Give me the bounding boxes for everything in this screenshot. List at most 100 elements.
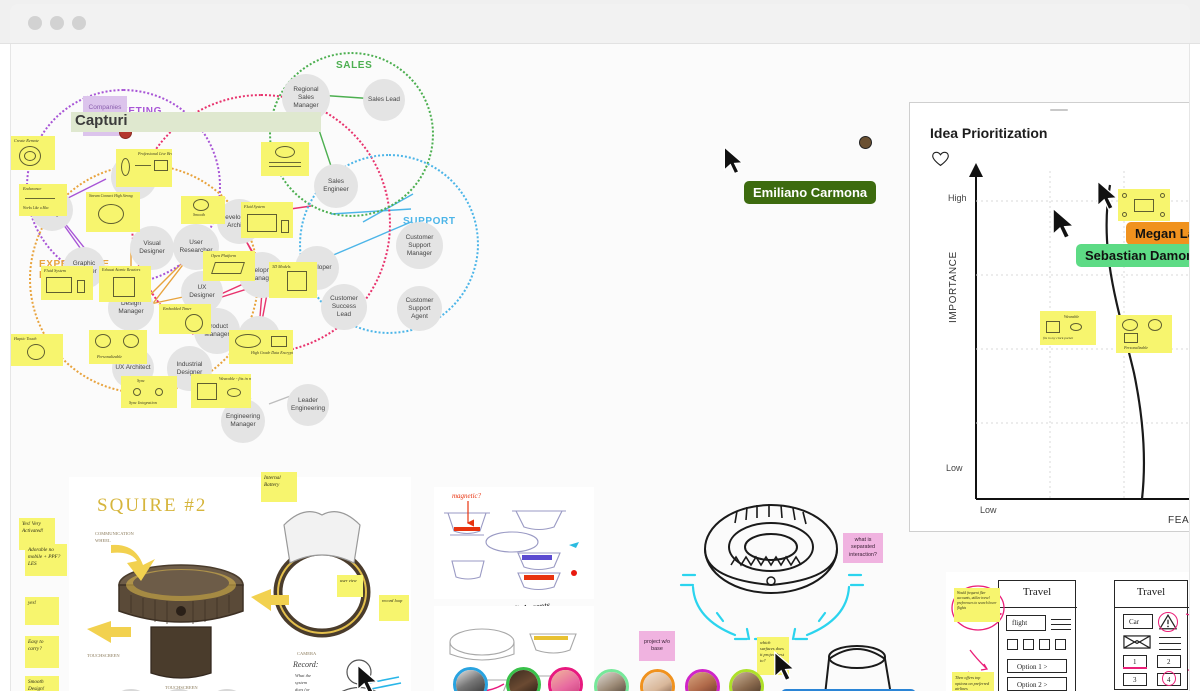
sticky-label: Personalizable (97, 354, 123, 359)
idea-prioritization-panel[interactable]: Idea Prioritization (909, 102, 1190, 532)
travel-wireframe-panel[interactable]: Travel flight Option 1 > Option 2 > Trav… (946, 572, 1189, 691)
sticky-note[interactable]: Professional Live Broadcasts (116, 149, 172, 187)
sticky-note[interactable] (261, 142, 309, 176)
chart-sticky-point[interactable]: Personalizable (1116, 315, 1172, 353)
node-customer-support-agent[interactable]: Customer Support Agent (397, 286, 442, 331)
ring-support (299, 154, 479, 334)
chart-sticky-point[interactable] (1118, 189, 1170, 221)
avatar[interactable] (640, 669, 675, 691)
minimize-icon[interactable] (50, 16, 64, 30)
avatar[interactable] (506, 667, 541, 691)
wireframe-checkbox[interactable] (1055, 639, 1066, 650)
sticky-user-view[interactable]: user view (337, 575, 363, 597)
y-axis-low-label: Low (946, 463, 963, 473)
sticky-label: Sync (137, 378, 145, 383)
panel-grab-handle[interactable] (1050, 109, 1068, 111)
sticky-note[interactable]: Embedded Timer (159, 304, 211, 334)
node-sales-engineer[interactable]: Sales Engineer (314, 164, 358, 208)
sticky-left-2[interactable]: Adorable no mobile + PPF? LES (25, 544, 67, 576)
sticky-travel-note-bottom[interactable]: Then offers top options on preferred air… (952, 672, 994, 691)
wireframe-field-car[interactable]: Car (1123, 614, 1153, 629)
sticky-note[interactable]: High Grade Data Encryption (229, 330, 293, 364)
sticky-note[interactable]: Wearable - fits in my clock pocket (191, 374, 251, 408)
wireframe-checkbox[interactable] (1039, 639, 1050, 650)
ring-label-support: SUPPORT (403, 216, 456, 227)
wireframe-checkbox[interactable] (1023, 639, 1034, 650)
wireframe-field-flight[interactable]: flight (1006, 615, 1046, 631)
wireframe-checkbox[interactable] (1007, 639, 1018, 650)
maximize-icon[interactable] (72, 16, 86, 30)
avatar[interactable] (548, 667, 583, 691)
avatar[interactable] (729, 669, 764, 691)
sticky-note[interactable]: Stream Connect High Strong (86, 192, 140, 232)
sticky-project-wo-base[interactable]: project w/o base (639, 631, 675, 661)
avatar[interactable] (685, 669, 720, 691)
sticky-note[interactable]: Sync Sync Integration (121, 376, 177, 408)
titlebar-inner (10, 4, 1190, 43)
wireframe-num-3[interactable]: 3 (1123, 673, 1147, 686)
wireframe-screen-flight[interactable]: Travel flight Option 1 > Option 2 > (998, 580, 1077, 691)
node-sales-lead[interactable]: Sales Lead (363, 79, 405, 121)
sticky-note[interactable]: Smooth (181, 196, 225, 224)
wireframe-num-2[interactable]: 2 (1157, 655, 1181, 668)
sticky-note[interactable]: Open Platform (203, 251, 255, 281)
cursor-pointer-megan (1097, 180, 1119, 211)
svg-text:does (or: does (or (295, 687, 310, 691)
device-sketches (679, 504, 892, 691)
capturi-sticky-board[interactable]: Create Remote Professional Live Broadcas… (11, 136, 331, 691)
capturi-title-highlight (71, 112, 321, 132)
svg-text:WHEEL: WHEEL (95, 538, 111, 543)
bowl-sketch-panel-top[interactable]: magnetic? (434, 487, 594, 599)
cursor-pointer-pol (774, 651, 796, 682)
squire-sketch-panel[interactable]: SQUIRE #2 COMMUNICA (69, 472, 411, 691)
nametag-sebastian-damore: Sebastian Damore (1076, 244, 1189, 267)
y-axis-title: IMPORTANCE (948, 251, 959, 323)
sticky-label: High Grade Data Encryption (251, 350, 293, 355)
close-icon[interactable] (28, 16, 42, 30)
node-user-researcher[interactable]: User Researcher (173, 224, 219, 270)
sticky-label: Open Platform (211, 253, 237, 258)
wireframe-option-2[interactable]: Option 2 > (1007, 677, 1067, 691)
squire-title: SQUIRE #2 (97, 495, 208, 516)
panel-title: Idea Prioritization (930, 125, 1048, 141)
wireframe-screen-car[interactable]: Travel Car 1 2 3 (1114, 580, 1189, 690)
node-customer-support-manager[interactable]: Customer Support Manager (396, 222, 443, 269)
capturi-owner-avatar[interactable] (859, 136, 872, 149)
sticky-note[interactable]: Fluid System (41, 266, 93, 300)
wireframe-option-1[interactable]: Option 1 > (1007, 659, 1067, 673)
sticky-label: Haptic Touch (14, 336, 37, 341)
cursor-pointer-sebastian (1052, 207, 1076, 240)
sticky-internal-battery[interactable]: Internal Battery (261, 472, 297, 502)
node-customer-success-lead[interactable]: Customer Success Lead (321, 284, 367, 330)
sticky-note[interactable]: Exhaust Atomic Reactors (99, 266, 151, 302)
sticky-note[interactable]: Create Remote (11, 136, 55, 170)
plot-axes (969, 163, 1189, 500)
ink-circle-annotation (1162, 671, 1176, 686)
x-axis-title: FEASIBIL (1168, 515, 1190, 526)
node-leader-engineering[interactable]: Leader Engineering (287, 384, 329, 426)
chart-sticky-point[interactable]: Wearable fits in my clock pocket (1040, 311, 1096, 345)
sticky-note[interactable]: Personalizable (89, 330, 147, 364)
sticky-left-5[interactable]: Smooth Design! (25, 676, 59, 691)
sticky-travel-note-top[interactable]: Would frequent flier accounts, utilize t… (954, 588, 1000, 622)
sticky-left-3[interactable]: yes! (25, 597, 59, 625)
sticky-left-4[interactable]: Easy to carry? (25, 636, 59, 668)
svg-text:system: system (295, 680, 308, 685)
avatar[interactable] (453, 667, 488, 691)
sticky-note[interactable]: Haptic Touch (11, 334, 63, 366)
ring-label-sales: SALES (336, 60, 373, 71)
wireframe-title: Travel (1022, 586, 1052, 598)
svg-text:Record:: Record: (292, 660, 319, 669)
sticky-note[interactable]: Fluid System (241, 202, 293, 238)
nametag-pol-guevara-lynch: Pol Guevara Lynch (781, 689, 917, 691)
whiteboard-canvas[interactable]: MARKETING EXPERIENCEDESIGN SALES SUPPORT… (10, 44, 1190, 691)
sticky-note[interactable]: Endurance Works Like a Mac (19, 184, 67, 216)
sticky-note-squire-right[interactable]: record loop (379, 595, 409, 621)
envelope-icon (1123, 635, 1151, 649)
sticky-note[interactable]: 3D Models (269, 262, 317, 298)
ring-label-marketing: MARKETING (96, 106, 162, 117)
magnetic-annotation: magnetic? (452, 492, 482, 500)
node-visual-designer[interactable]: Visual Designer (130, 226, 174, 270)
avatar[interactable] (594, 669, 629, 691)
sticky-separated-interaction[interactable]: what is separated interaction? (843, 533, 883, 563)
